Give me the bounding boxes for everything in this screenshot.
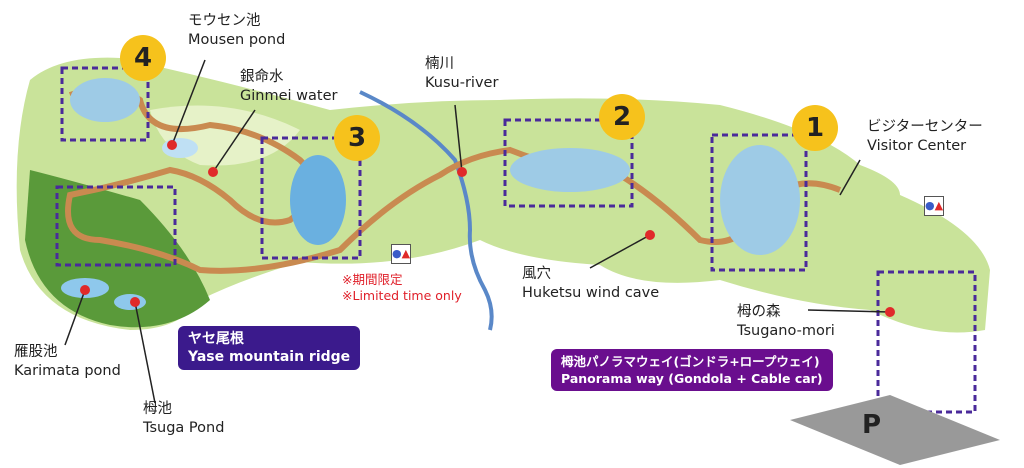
label-en: Tsuga Pond [143,420,225,436]
label-tsuga-pond: 栂池 Tsuga Pond [143,400,224,438]
yase-ridge-label: ヤセ尾根 Yase mountain ridge [178,326,361,370]
label-mousen-pond: モウセン池 Mousen pond [188,12,285,50]
parking-lot [790,395,1000,465]
label-ja: 栂の森 [737,304,781,320]
pond-3 [290,155,346,245]
label-ja: ヤセ尾根 [188,331,244,347]
trail [65,85,842,274]
label-kusu-river: 楠川 Kusu-river [425,55,498,93]
label-ja: 栂池パノラマウェイ(ゴンドラ+ロープウェイ) [561,354,820,369]
marker-3: 3 [334,115,380,161]
label-en: Mousen pond [188,32,286,48]
label-en: Visitor Center [867,138,967,154]
restroom-icon: ●▲ [391,244,411,264]
limited-time-note: ※期間限定※Limited time only [342,272,462,304]
label-ja: 楠川 [425,56,454,72]
pond-2 [510,148,630,192]
mousen-pond [162,138,198,158]
label-karimata-pond: 雁股池 Karimata pond [14,343,121,381]
label-en: Tsugano-mori [737,323,835,339]
label-ja: ビジターセンター [867,119,983,135]
marker-2: 2 [599,94,645,140]
label-en: Kusu-river [425,75,499,91]
label-en: Karimata pond [14,363,121,379]
kusu-river [359,90,494,331]
label-en: ※Limited time only [342,288,462,303]
label-ja: モウセン池 [188,13,261,29]
label-en: Panorama way (Gondola + Cable car) [561,371,823,386]
label-ja: 銀命水 [240,69,284,85]
marker-1: 1 [792,105,838,151]
label-huketsu: 風穴 Huketsu wind cave [522,265,659,303]
label-en: Ginmei water [240,88,338,104]
label-ja: 雁股池 [14,344,58,360]
label-visitor-center: ビジターセンター Visitor Center [867,118,983,156]
parking-label: P [862,410,882,440]
label-en: Huketsu wind cave [522,285,660,301]
label-ja: 栂池 [143,401,172,417]
label-tsugano-mori: 栂の森 Tsugano-mori [737,303,835,341]
label-ginmei-water: 銀命水 Ginmei water [240,68,337,106]
label-ja: 風穴 [522,266,551,282]
pond-1 [720,145,800,255]
pond-4 [70,78,140,122]
marker-4: 4 [120,35,166,81]
panorama-way-label: 栂池パノラマウェイ(ゴンドラ+ロープウェイ) Panorama way (Gond… [551,349,833,391]
restroom-icon: ●▲ [924,196,944,216]
label-ja: ※期間限定 [342,272,403,287]
label-en: Yase mountain ridge [188,349,351,365]
